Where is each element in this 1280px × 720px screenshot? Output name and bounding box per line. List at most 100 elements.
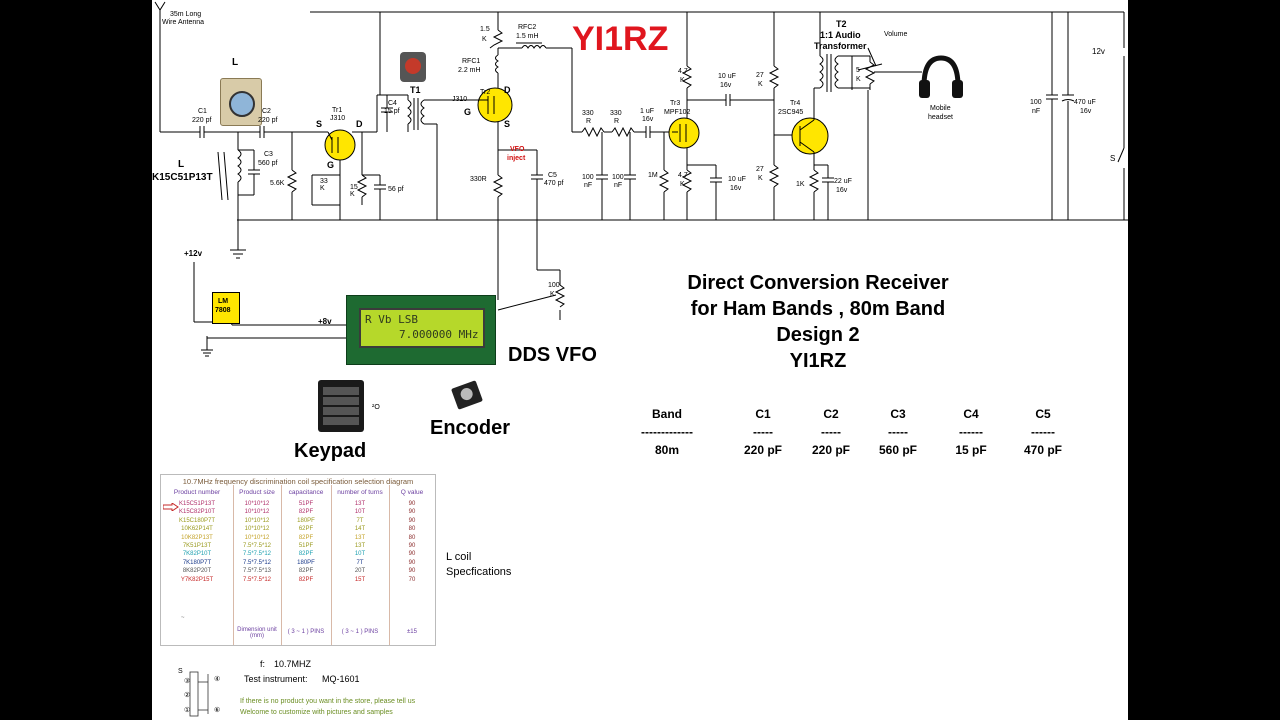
t1-label: T1: [410, 85, 421, 95]
coil-spec-cell: 90: [408, 517, 416, 524]
coil-spec-cell: 7.5*7.5*12: [242, 559, 272, 566]
pin-label: S: [178, 668, 183, 675]
c1-label: C1: [198, 108, 207, 115]
coil-spec-cell: 82PF: [298, 551, 314, 558]
coil-spec-cell: 82PF: [298, 509, 314, 516]
table-col-band: Band ------------- 80m: [632, 405, 702, 459]
table-value: 470 pF: [1023, 443, 1062, 457]
coil-spec-cell: 7.5*7.5*12: [242, 551, 272, 558]
coil-caption-2: Specfications: [446, 566, 512, 578]
pin-label: ③: [184, 678, 191, 685]
coil-spec-cell: 10K82P13T: [181, 534, 213, 541]
coil-spec-cell: 62PF: [298, 526, 314, 533]
coil-spec-header: number of turns: [337, 489, 383, 496]
note-2: Welcome to customize with pictures and s…: [240, 709, 393, 716]
lcd-screen: R Vb LSB 7.000000 MHz: [359, 308, 485, 348]
coil-spec-cell: 10*10*12: [244, 509, 270, 516]
r27k-b-value: 27: [756, 166, 764, 173]
supply-12v-label: 12v: [1092, 47, 1105, 56]
pin-label: ②: [184, 692, 191, 699]
c4-label: C4: [388, 100, 397, 107]
table-col-c1: C1 ----- 220 pF: [728, 405, 798, 459]
pin-label: ⑥: [214, 707, 221, 714]
tr1-type: J310: [330, 115, 346, 122]
coil-spec-cell: 7.5*7.5*13: [242, 568, 272, 575]
table-dashes: -----: [888, 425, 908, 439]
antenna-label-1: 35m Long: [170, 11, 202, 18]
r330b-value: 330: [610, 110, 622, 117]
r47k-a-unit: K: [680, 77, 685, 84]
coil-spec-cell: 7K51P13T: [182, 543, 212, 549]
table-header: C2: [823, 407, 839, 421]
coil-spec-cell: 7K180P7T: [182, 559, 212, 566]
r47k-b-value: 4.7: [678, 172, 688, 179]
tr3-label: Tr3: [670, 100, 681, 107]
vfo-inject-label-2: inject: [507, 155, 526, 162]
table-header: C3: [890, 407, 906, 421]
coil-spec-cell: 82PF: [298, 568, 314, 575]
lcd-line-1: R Vb LSB: [365, 313, 418, 326]
c10uf-b-voltage: 16v: [730, 185, 742, 192]
title-line-3: Design 2: [776, 324, 860, 346]
pot100k-value: 100: [548, 282, 560, 289]
c5-value: 470 pf: [544, 180, 564, 187]
c3-value: 560 pf: [258, 160, 278, 167]
coil-spec-foot: ( 3 ~ 1 ) PINS: [341, 629, 379, 635]
c10uf-a-voltage: 16v: [720, 82, 732, 89]
c10uf-a-value: 10 uF: [718, 73, 736, 80]
schematic-sheet: R Vb LSB 7.000000 MHz YI1RZ Direct Conve…: [152, 0, 1128, 720]
r330a-unit: R: [586, 118, 592, 125]
trimmer-photo: [400, 52, 426, 82]
coil-spec-cell: 90: [408, 568, 416, 575]
coil-spec-foot: Dimension unit (mm): [237, 627, 277, 639]
dds-vfo-module: R Vb LSB 7.000000 MHz: [346, 295, 496, 365]
volume-label: Volume: [884, 31, 908, 38]
coil-spec-cell: 51PF: [298, 501, 314, 507]
freq-label: f:: [260, 659, 266, 669]
r33k-label: 33 K: [320, 178, 328, 193]
coil-spec-cell: 10*10*12: [244, 534, 270, 541]
coil-spec-cell: 51PF: [298, 543, 314, 549]
r-5k6-label: 5.6K: [270, 180, 285, 187]
tr1-label: Tr1: [332, 107, 343, 114]
tr2-type: J310: [452, 96, 468, 103]
table-dashes: -----: [821, 425, 841, 439]
table-dashes: ------: [959, 425, 983, 439]
coil-spec-cell: 90: [408, 551, 416, 558]
table-header: C5: [1035, 407, 1051, 421]
table-col-c3: C3 ----- 560 pF: [863, 405, 933, 459]
title-line-2: for Ham Bands , 80m Band: [690, 298, 946, 320]
coil-L-top: L: [232, 57, 239, 68]
c1-value: 220 pf: [192, 117, 212, 124]
c10uf-b-value: 10 uF: [728, 176, 746, 183]
small-o-mark: ²O: [372, 404, 380, 411]
coil-spec-cell: 180PF: [297, 517, 315, 524]
schematic-wiring: [154, 1, 1128, 357]
table-header: Band: [652, 407, 682, 421]
coil-spec-cell: 70: [408, 576, 416, 583]
coil-spec-cell: 20T: [354, 568, 366, 575]
coil-spec-cell: 13T: [354, 543, 366, 549]
plus-12v-label: +12v: [184, 249, 203, 258]
headset-label-1: Mobile: [930, 105, 951, 112]
call-sign-title: YI1RZ: [572, 20, 669, 58]
r1k5-value: 1.5: [480, 26, 490, 33]
coil-spec-cell: 80: [408, 526, 416, 533]
coil-spec-cell: 10T: [354, 509, 366, 516]
coil-spec-cell: 90: [408, 509, 416, 516]
pin-label: ①: [184, 707, 191, 714]
coil-L-left: L: [178, 159, 185, 170]
coil-spec-cell: K15C51P13T: [178, 501, 216, 507]
c22uf-value: 22 uF: [834, 178, 852, 185]
c100nf-b-unit: nF: [614, 182, 623, 189]
coil-spec-cell: 7T: [356, 517, 364, 524]
coil-spec-cell: 80: [408, 534, 416, 541]
r27k-a-unit: K: [758, 81, 763, 88]
tr1-pin-d: D: [356, 119, 363, 129]
lcd-line-2: 7.000000 MHz: [399, 328, 479, 341]
lm7808-label-1: LM: [218, 298, 229, 305]
coil-spec-cell: 7T: [356, 559, 364, 566]
tr2-pin-g: G: [464, 107, 472, 117]
c1uf-value: 1 uF: [640, 108, 655, 115]
c56-label: 56 pf: [388, 186, 404, 193]
